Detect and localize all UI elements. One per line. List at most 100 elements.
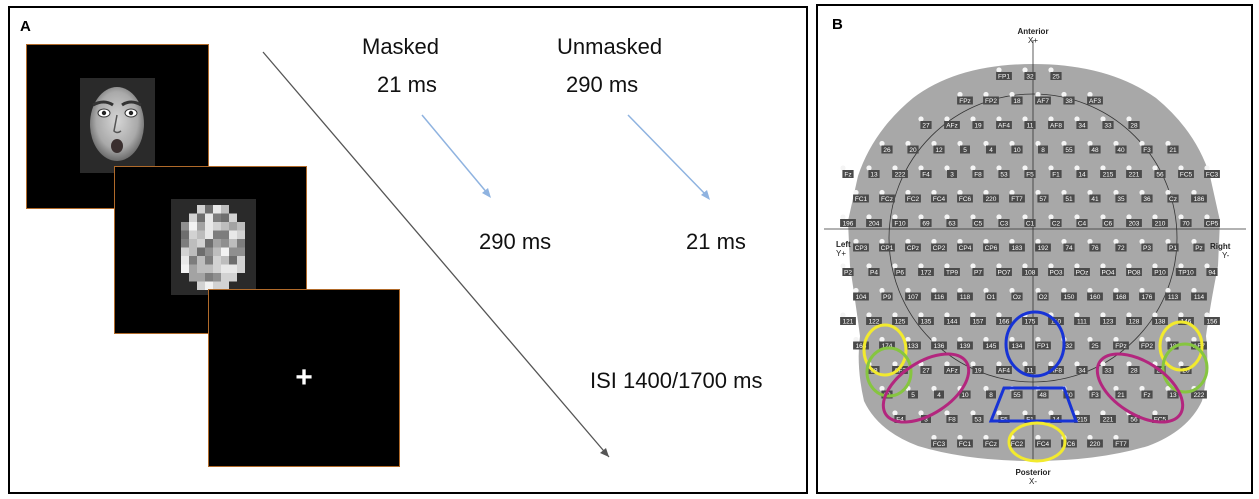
- label-right-axis: Y-: [1222, 251, 1230, 260]
- electrode-label: P9: [883, 294, 891, 301]
- electrode-label: 166: [999, 319, 1010, 326]
- electrode-label: 41: [1091, 196, 1099, 203]
- electrode-marker: [957, 336, 963, 343]
- electrode-label-box: [1076, 366, 1088, 374]
- electrode-label: FC5: [1180, 172, 1193, 179]
- electrode-marker: [1100, 263, 1106, 269]
- electrode-marker: [1061, 140, 1067, 147]
- mask-tile: [197, 273, 205, 282]
- electrode-label-box: [892, 317, 908, 325]
- electrode-label: AF8: [1050, 123, 1062, 130]
- electrode-site: CP4: [957, 238, 973, 252]
- electrode-marker: [1009, 189, 1015, 196]
- electrode-site: CP1: [879, 238, 895, 252]
- electrode-site: 125: [892, 312, 908, 326]
- electrode-label-box: [1152, 219, 1168, 227]
- electrode-label: FT7: [1011, 196, 1023, 203]
- electrode-label-box: [1048, 121, 1064, 129]
- electrode-label: 34: [1078, 123, 1086, 130]
- mask-tile: [189, 247, 197, 256]
- electrode-site: 34: [1074, 116, 1088, 130]
- electrode-site: FPz: [1113, 336, 1129, 350]
- electrode-site: 33: [1100, 361, 1114, 375]
- electrode-site: 118: [957, 287, 973, 301]
- electrode-marker: [1061, 189, 1067, 196]
- electrode-marker: [918, 214, 924, 220]
- electrode-label-box: [998, 170, 1010, 178]
- electrode-label: 4: [989, 147, 993, 154]
- electrode-label-box: [934, 390, 944, 399]
- electrode-label-box: [840, 317, 856, 325]
- electrode-label: 69: [922, 221, 930, 228]
- electrode-label-box: [853, 194, 869, 203]
- electrode-label-box: [972, 121, 984, 129]
- electrode-marker: [944, 116, 950, 122]
- electrode-label-box: [957, 194, 973, 203]
- mask-tile: [213, 247, 221, 256]
- electrode-marker: [1048, 67, 1054, 73]
- electrode-site: 215: [1074, 410, 1090, 424]
- electrode-label-box: [879, 243, 895, 252]
- electrode-site: 57: [1035, 189, 1049, 203]
- electrode-label-box: [1022, 268, 1038, 276]
- electrode-site: 221: [1100, 410, 1116, 424]
- electrode-site: 113: [1165, 287, 1181, 301]
- electrode-site: 27: [918, 116, 932, 130]
- electrode-marker: [1191, 287, 1197, 294]
- electrode-label-box: [866, 219, 882, 227]
- electrode-site: 111: [1074, 312, 1090, 326]
- electrode-label-box: [933, 145, 945, 154]
- electrode-label-box: [946, 219, 958, 227]
- electrode-site: F10: [892, 214, 908, 228]
- electrode-marker: [970, 214, 976, 220]
- electrode-label-box: [1050, 415, 1062, 423]
- electrode-marker: [957, 140, 963, 147]
- electrode-label: PO4: [1101, 270, 1114, 277]
- electrode-label-box: [944, 366, 960, 374]
- electrode-label-box: [983, 341, 999, 350]
- electrode-label-box: [998, 415, 1010, 423]
- electrode-label: 192: [1038, 245, 1049, 252]
- electrode-label: P10: [1154, 270, 1166, 277]
- electrode-label: 33: [1104, 368, 1112, 375]
- electrode-site: 4: [931, 385, 944, 399]
- electrode-label-box: [853, 243, 869, 252]
- electrode-label: 19: [974, 368, 982, 375]
- electrode-marker: [1061, 287, 1067, 294]
- electrode-label-box: [1011, 145, 1023, 154]
- electrode-marker: [1100, 361, 1106, 367]
- electrode-label-box: [1048, 268, 1064, 276]
- electrode-marker: [1035, 91, 1041, 98]
- electrode-label: AF7: [1193, 343, 1205, 350]
- electrode-site: 33: [1100, 116, 1114, 130]
- electrode-marker: [1204, 214, 1210, 220]
- electrode-marker: [996, 214, 1002, 220]
- electrode-label-box: [957, 292, 973, 301]
- electrode-site: 183: [1009, 238, 1025, 252]
- electrode-marker: [905, 140, 911, 147]
- electrode-label: 203: [1129, 221, 1140, 228]
- electrode-label: FT7: [1115, 441, 1127, 448]
- electrode-label: FC1: [959, 441, 972, 448]
- electrode-marker: [1022, 116, 1028, 122]
- electrode-label-box: [1191, 341, 1207, 350]
- electrode-label: 134: [1012, 343, 1023, 350]
- mask-tile: [205, 256, 213, 265]
- mask-tile: [197, 264, 205, 273]
- electrode-site: 104: [853, 287, 869, 301]
- electrode-site: CP6: [983, 238, 999, 252]
- mask-tile: [213, 230, 221, 239]
- electrode-label: 5: [963, 147, 967, 154]
- electrode-label: 123: [1103, 319, 1114, 326]
- electrode-site: 21: [1165, 140, 1179, 154]
- mask-tile: [237, 239, 245, 248]
- electrode-label-box: [1165, 292, 1181, 301]
- electrode-marker: [1009, 91, 1015, 98]
- electrode-marker: [853, 336, 859, 343]
- electrode-label-box: [920, 170, 932, 178]
- electrode-label-box: [1191, 390, 1207, 399]
- electrode-label-box: [1102, 121, 1114, 129]
- electrode-marker: [1022, 361, 1028, 367]
- electrode-label: 114: [1194, 294, 1205, 301]
- mask-tile: [197, 281, 205, 290]
